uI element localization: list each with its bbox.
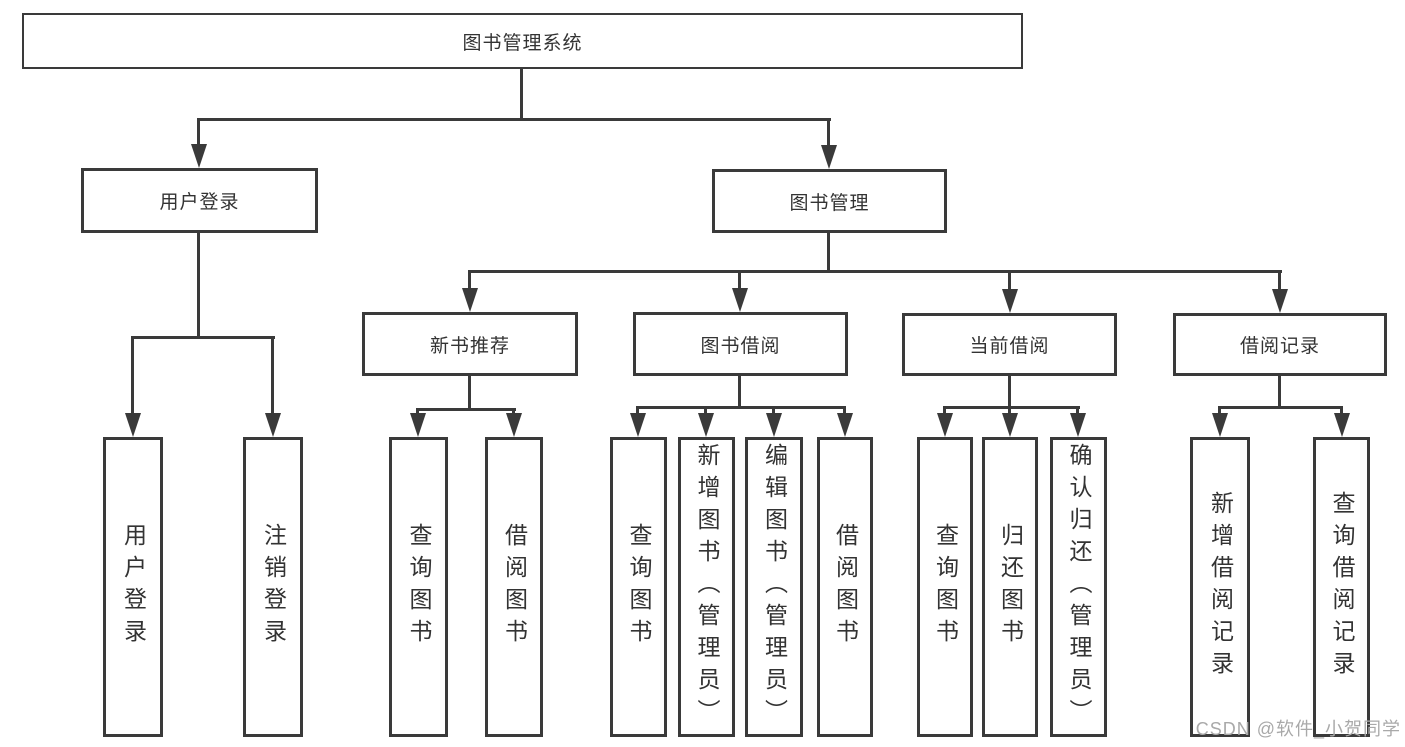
leaf-add-book-admin: 新增图书（管理员） <box>678 437 735 737</box>
leaf-confirm-return-admin: 确认归还（管理员） <box>1050 437 1107 737</box>
node-label: 新书推荐 <box>429 335 510 357</box>
node-label: 借阅图书 <box>832 523 859 651</box>
arrow-to-current-borrowing <box>1002 289 1018 313</box>
node-label: 查询借阅记录 <box>1329 491 1355 683</box>
node-book-borrowing: 图书借阅 <box>633 312 848 376</box>
edge-stem <box>636 406 639 416</box>
edge-stem <box>1278 376 1281 406</box>
leaf-query-book-borrowing: 查询图书 <box>610 437 667 737</box>
edge-stem <box>468 270 471 290</box>
node-label: 用户登录 <box>159 192 240 213</box>
edge-stem <box>1008 376 1011 406</box>
edge-rail <box>943 406 1080 409</box>
edge-stem <box>704 406 707 416</box>
arrow-to-leaf <box>1070 413 1086 437</box>
edge-rail <box>1218 406 1343 409</box>
node-label: 借阅记录 <box>1239 336 1320 357</box>
arrow-to-leaf <box>937 413 953 437</box>
node-borrow-records: 借阅记录 <box>1173 313 1387 376</box>
arrow-to-leaf <box>630 413 646 437</box>
csdn-watermark: CSDN @软件_小贺同学 <box>1195 719 1401 739</box>
edge-userlogin-rail <box>131 336 275 339</box>
node-label: 确认归还（管理员） <box>1066 443 1092 731</box>
edge-bookmgmt-rail <box>468 270 1282 273</box>
arrow-to-book-management <box>821 145 837 169</box>
edge-stem <box>1340 406 1343 416</box>
edge-stem <box>827 118 830 146</box>
arrow-to-leaf <box>766 413 782 437</box>
edge-stem <box>943 406 946 416</box>
node-label: 图书管理系统 <box>462 32 583 54</box>
node-label: 编辑图书（管理员） <box>761 443 788 731</box>
leaf-return-book: 归还图书 <box>982 437 1038 737</box>
edge-stem <box>131 336 134 414</box>
edge-root-rail <box>198 118 831 121</box>
edge-stem <box>1008 406 1011 416</box>
leaf-borrow-book: 借阅图书 <box>817 437 873 737</box>
node-label: 图书管理 <box>789 192 870 214</box>
node-new-book-recommend: 新书推荐 <box>362 312 578 376</box>
node-label: 注销登录 <box>260 523 287 651</box>
node-label: 用户登录 <box>120 523 147 651</box>
arrow-to-leaf <box>1002 413 1018 437</box>
arrow-to-leaf-user-login <box>125 413 141 437</box>
node-label: 查询图书 <box>626 523 652 651</box>
edge-stem <box>1008 270 1011 290</box>
leaf-edit-book-admin: 编辑图书（管理员） <box>745 437 803 737</box>
edge-rail <box>636 406 846 409</box>
leaf-borrow-book-recommend: 借阅图书 <box>485 437 543 737</box>
edge-stem <box>1076 406 1079 416</box>
arrow-to-leaf <box>837 413 853 437</box>
arrow-to-new-book-recommend <box>462 288 478 312</box>
edge-stem <box>271 336 274 414</box>
arrow-to-leaf <box>410 413 426 437</box>
node-label: 归还图书 <box>997 523 1024 651</box>
node-label: 借阅图书 <box>501 523 528 651</box>
node-root-library-system: 图书管理系统 <box>22 13 1023 69</box>
edge-stem <box>843 406 846 416</box>
edge-userlogin-stem <box>197 233 200 336</box>
edge-stem <box>512 408 515 416</box>
node-label: 查询图书 <box>932 523 959 651</box>
edge-stem <box>468 376 471 408</box>
edge-stem <box>1278 270 1281 290</box>
edge-stem <box>416 408 419 416</box>
leaf-add-borrow-record: 新增借阅记录 <box>1190 437 1250 737</box>
leaf-user-login: 用户登录 <box>103 437 163 737</box>
edge-bookmgmt-stem <box>827 233 830 270</box>
arrow-to-user-login <box>191 144 207 168</box>
edge-root-stem <box>520 69 523 118</box>
edge-stem <box>738 376 741 406</box>
edge-stem <box>772 406 775 416</box>
node-book-management: 图书管理 <box>712 169 947 233</box>
arrow-to-leaf <box>506 413 522 437</box>
arrow-to-leaf <box>1334 413 1350 437</box>
arrow-to-borrow-records <box>1272 289 1288 313</box>
edge-stem <box>738 270 741 290</box>
node-label: 新增借阅记录 <box>1207 491 1234 683</box>
arrow-to-leaf-logout <box>265 413 281 437</box>
edge-stem <box>197 118 200 146</box>
edge-stem <box>1218 406 1221 416</box>
leaf-logout: 注销登录 <box>243 437 303 737</box>
node-user-login: 用户登录 <box>81 168 318 233</box>
leaf-query-borrow-record: 查询借阅记录 <box>1313 437 1370 737</box>
node-label: 查询图书 <box>406 523 432 651</box>
node-label: 新增图书（管理员） <box>694 443 720 731</box>
arrow-to-leaf <box>698 413 714 437</box>
arrow-to-leaf <box>1212 413 1228 437</box>
leaf-query-book-current: 查询图书 <box>917 437 973 737</box>
node-label: 当前借阅 <box>969 336 1050 357</box>
leaf-query-book-recommend: 查询图书 <box>389 437 448 737</box>
edge-rail <box>416 408 516 411</box>
node-current-borrowing: 当前借阅 <box>902 313 1117 376</box>
node-label: 图书借阅 <box>700 335 781 357</box>
arrow-to-book-borrowing <box>732 288 748 312</box>
